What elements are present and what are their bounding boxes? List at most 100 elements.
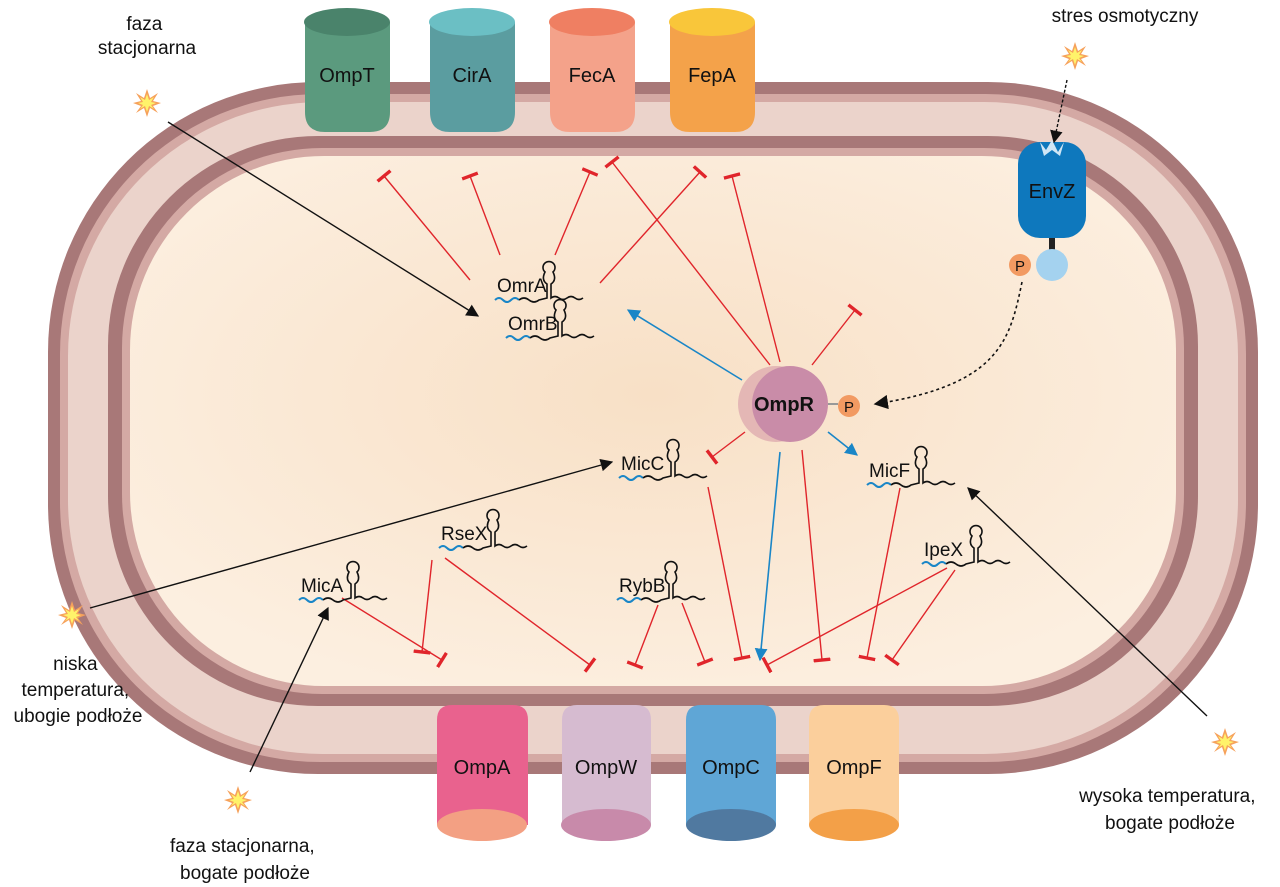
ompr-body [752, 366, 828, 442]
srna-rsex[interactable]: RseX [438, 508, 528, 551]
signal-edge [167, 121, 480, 317]
signal-label-left: niska temperatura, ubogie podłoże [14, 654, 143, 727]
phosphate-label: P [844, 399, 854, 416]
porin-fepa[interactable]: FepA [669, 8, 755, 132]
srna-label: RseX [441, 524, 488, 545]
porin-ompf[interactable]: OmpF [809, 705, 899, 841]
inhibition-edge [707, 486, 751, 662]
activation-edges [626, 309, 859, 662]
inhibition-edge [444, 557, 597, 673]
inhibition-edge [554, 167, 599, 256]
stimulus-burst-icon [1040, 140, 1064, 156]
signal-burst-icon [224, 786, 252, 814]
srna-hairpin [640, 560, 706, 603]
srna-seed-region [866, 482, 892, 488]
inhibition-edge [723, 172, 781, 363]
porin-cira[interactable]: CirA [429, 8, 515, 132]
porin-label: OmpC [702, 757, 760, 779]
signal-edge [967, 487, 1208, 717]
envz-label: EnvZ [1029, 181, 1076, 203]
signal-edge [249, 606, 329, 773]
porin-label: CirA [453, 65, 493, 87]
srna-micc[interactable]: MicC [618, 438, 708, 481]
inhibition-edge [705, 431, 746, 465]
phosphate-badge [838, 395, 860, 417]
inhibition-edges [341, 155, 956, 674]
srna-seed-region [298, 597, 324, 603]
inhibition-edge [761, 567, 948, 674]
porin-ompa[interactable]: OmpA [437, 705, 528, 841]
srna-hairpin [529, 298, 595, 341]
activation-edge [827, 431, 859, 456]
srna-hairpin [462, 508, 528, 551]
inhibition-edge [884, 569, 956, 667]
inhibition-edge [626, 604, 659, 670]
activation-edge [754, 451, 781, 662]
srna-ipex[interactable]: IpeX [921, 524, 1011, 567]
inhibition-edge [599, 165, 708, 284]
srna-seed-region [616, 597, 642, 603]
srna-seed-region [494, 297, 520, 303]
srna-label: OmrA [497, 276, 547, 297]
srna-label: MicA [301, 576, 344, 597]
envz-linker [1049, 238, 1055, 252]
porin-label: FepA [688, 65, 736, 87]
srna-micf[interactable]: MicF [866, 445, 956, 488]
inhibition-edge [681, 602, 714, 667]
inhibition-edge [604, 155, 771, 366]
srna-seed-region [438, 545, 464, 551]
signal-edges [89, 79, 1208, 773]
signal-label-top-right: stres osmotyczny [1052, 6, 1199, 27]
srna-seed-region [618, 475, 644, 481]
srna-seed-region [505, 335, 531, 341]
cell-envelope [48, 82, 1258, 774]
srna-hairpin [322, 560, 388, 603]
srna-hairpin [945, 524, 1011, 567]
srna-seed-region [921, 561, 947, 567]
srna-rybb[interactable]: RybB [616, 560, 706, 603]
signal-burst-icon [133, 89, 161, 117]
srna-label: IpeX [924, 540, 963, 561]
signal-label-bottom-left: faza stacjonarna, bogate podłoże [170, 836, 320, 884]
porin-label: OmpT [319, 65, 375, 87]
srna-omra[interactable]: OmrA [494, 260, 584, 303]
inhibition-edge [801, 449, 831, 663]
ompr-label: OmpR [754, 394, 815, 416]
porin-ompw[interactable]: OmpW [561, 705, 651, 841]
signal-label-top-left: faza stacjonarna [98, 14, 197, 59]
signal-label-bottom-right: wysoka temperatura, bogate podłoże [1078, 786, 1261, 834]
cytoplasm [130, 156, 1176, 686]
porin-label: OmpW [575, 757, 637, 779]
srna-omrb[interactable]: OmrB [505, 298, 595, 341]
srna-mica[interactable]: MicA [298, 560, 388, 603]
signal-edge [89, 458, 614, 609]
srna-label: OmrB [508, 314, 558, 335]
porin-label: OmpF [826, 757, 882, 779]
signal-burst-icon [1211, 728, 1239, 756]
porin-ompc[interactable]: OmpC [686, 705, 776, 841]
srna-label: MicC [621, 454, 664, 475]
inhibition-edge [376, 169, 471, 281]
envz-kinase-domain [1036, 249, 1068, 281]
inhibition-edge [858, 487, 901, 662]
srna-hairpin [518, 260, 584, 303]
phosphate-label: P [1015, 258, 1025, 275]
inhibition-edge [461, 171, 501, 256]
envz-sensor[interactable]: EnvZ P [1009, 140, 1086, 281]
inhibition-edge [811, 303, 863, 366]
inhibition-edge [413, 559, 433, 655]
porin-label: FecA [569, 65, 616, 87]
porin-ompt[interactable]: OmpT [304, 8, 390, 132]
phosphate-badge [1009, 254, 1031, 276]
srna-label: RybB [619, 576, 665, 597]
srna-label: MicF [869, 461, 910, 482]
srna-hairpin [890, 445, 956, 488]
porin-label: OmpA [454, 757, 511, 779]
srna-hairpin [642, 438, 708, 481]
ompr-regulator[interactable]: OmpR P [738, 366, 860, 442]
srna-layer: OmrA OmrB MicC MicF RseX MicA RybB IpeX [298, 260, 1011, 603]
signal-burst-icon [1061, 42, 1089, 70]
porin-feca[interactable]: FecA [549, 8, 635, 132]
signal-edge [1050, 79, 1068, 144]
